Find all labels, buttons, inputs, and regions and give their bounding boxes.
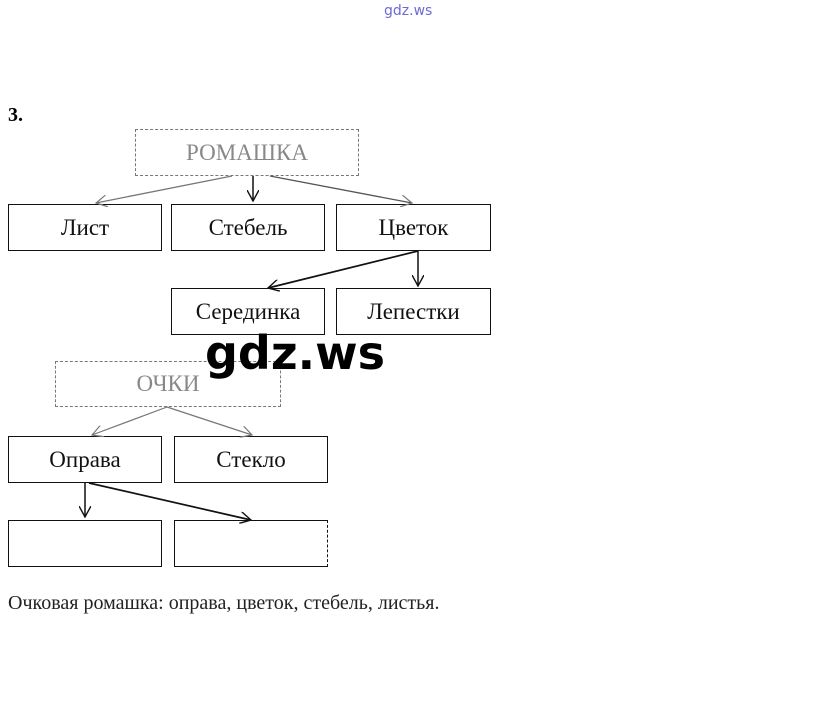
- node-oprava: Оправа: [8, 436, 162, 483]
- node-romashka: РОМАШКА: [135, 129, 359, 176]
- node-list: Лист: [8, 204, 162, 251]
- node-empty-1: [8, 520, 162, 567]
- arrow: [88, 482, 251, 520]
- task-number: 3.: [8, 104, 23, 126]
- arrow: [92, 406, 168, 435]
- arrow: [96, 175, 233, 203]
- watermark-logo: gdz.ws: [205, 326, 385, 380]
- arrow: [166, 406, 252, 435]
- answer-sentence: Очковая ромашка: оправа, цветок, стебель…: [8, 592, 440, 614]
- node-seredinka: Серединка: [171, 288, 325, 335]
- arrow: [268, 250, 419, 288]
- node-stebel: Стебель: [171, 204, 325, 251]
- node-tsvetok: Цветок: [336, 204, 491, 251]
- arrow: [269, 175, 412, 203]
- watermark-link[interactable]: gdz.ws: [384, 3, 433, 19]
- node-lepestki: Лепестки: [336, 288, 491, 335]
- node-ochki: ОЧКИ: [55, 361, 281, 407]
